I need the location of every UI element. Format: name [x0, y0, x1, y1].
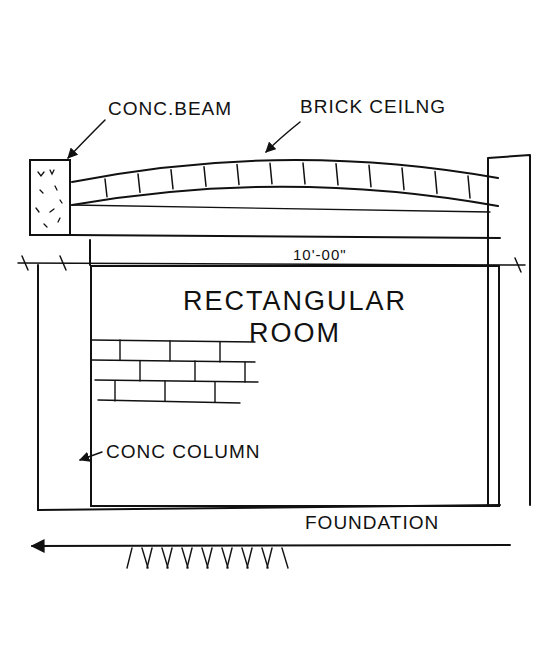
room-outline: RECTANGULAR ROOM	[90, 265, 500, 507]
leader-line	[266, 122, 300, 152]
concrete-beam	[30, 160, 70, 235]
ground-line	[32, 545, 510, 546]
ceiling-label: BRICK CEILNG	[300, 96, 446, 118]
ground-hatching	[127, 548, 288, 568]
left-column	[38, 240, 90, 510]
foundation-label: FOUNDATION	[305, 512, 439, 534]
leader-line	[68, 120, 105, 158]
ceiling-line	[72, 205, 490, 212]
dimension-label: 10'-00"	[290, 246, 350, 263]
concrete-texture	[36, 170, 62, 227]
brick-joints	[105, 163, 470, 198]
arch-top	[72, 160, 498, 182]
beam-label: CONC.BEAM	[108, 98, 232, 120]
brick-wall-sample	[92, 340, 258, 403]
right-column	[488, 155, 530, 505]
column-label: CONC COLUMN	[106, 441, 261, 463]
dimension-ticks	[22, 256, 521, 272]
arch-bottom	[72, 187, 498, 206]
room-label: RECTANGULAR ROOM	[180, 285, 410, 350]
ceiling-line	[70, 235, 500, 238]
